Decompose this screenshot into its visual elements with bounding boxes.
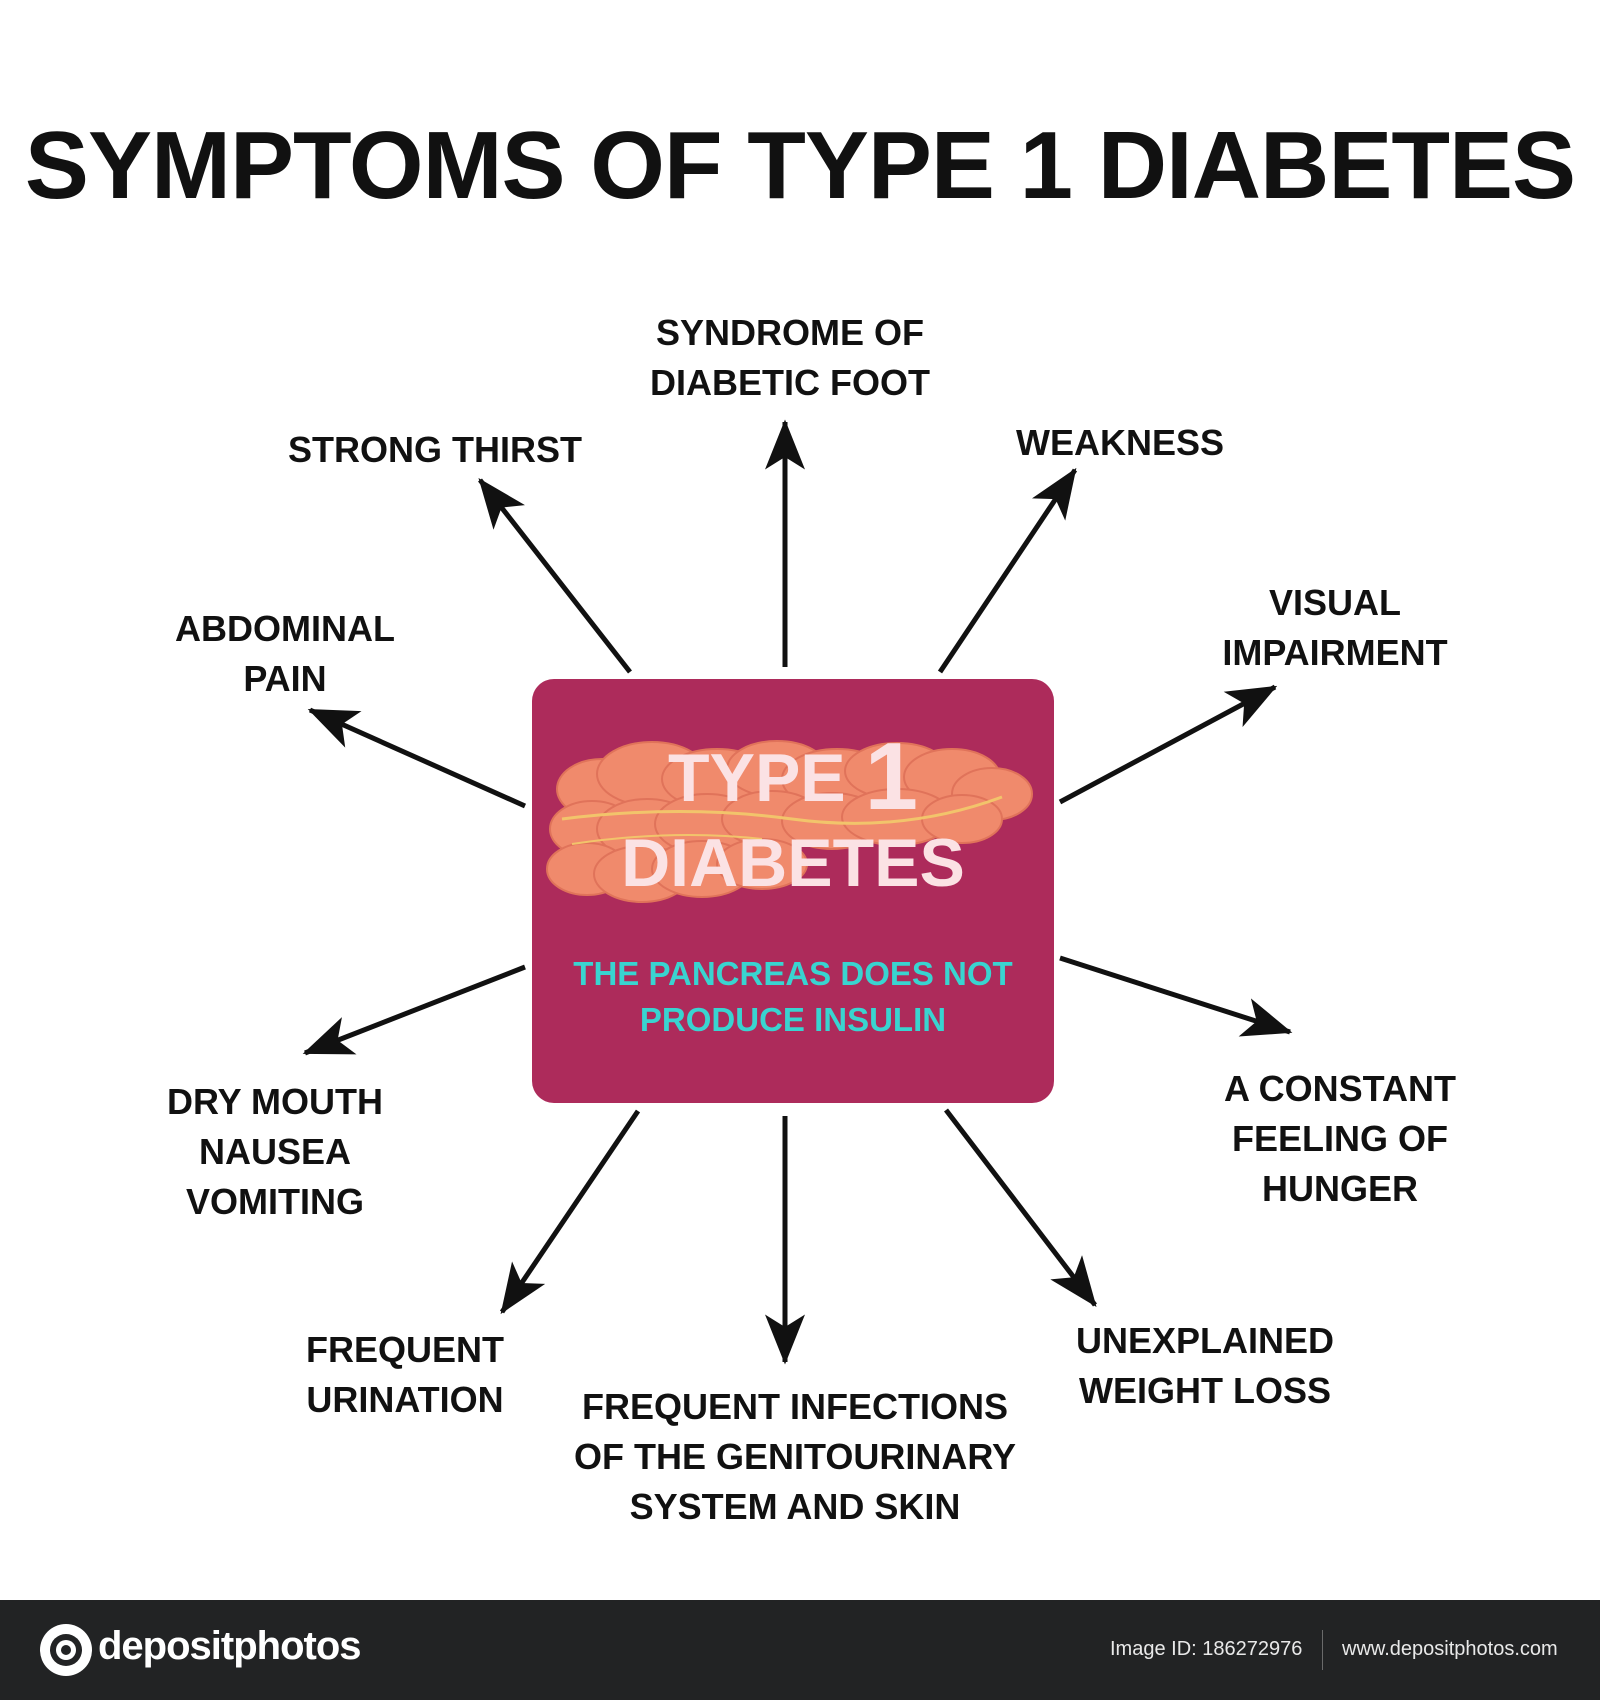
- label-line: FREQUENT INFECTIONS: [581, 1386, 1008, 1427]
- label-line: A CONSTANT: [1224, 1068, 1456, 1109]
- label-weight-loss: UNEXPLAINED WEIGHT LOSS: [1060, 1316, 1350, 1416]
- label-infections: FREQUENT INFECTIONS OF THE GENITOURINARY…: [560, 1382, 1030, 1532]
- label-line: IMPAIRMENT: [1222, 632, 1448, 673]
- label-line: SYSTEM AND SKIN: [629, 1486, 961, 1527]
- arrow-weight-loss: [944, 1108, 1097, 1307]
- label-weakness: WEAKNESS: [1000, 418, 1240, 468]
- label-line: WEIGHT LOSS: [1079, 1370, 1331, 1411]
- label-visual-impairment: VISUAL IMPAIRMENT: [1200, 578, 1470, 678]
- center-subtitle: THE PANCREAS DOES NOT PRODUCE INSULIN: [532, 951, 1054, 1043]
- site-url-text: www.depositphotos.com: [1342, 1638, 1558, 1660]
- center-subtitle-line2: PRODUCE INSULIN: [639, 1001, 947, 1038]
- arrow-strong-thirst: [478, 478, 632, 674]
- brand-logo-text: depositphotos: [98, 1624, 362, 1668]
- label-line: STRONG THIRST: [288, 429, 582, 470]
- label-line: DRY MOUTH: [167, 1081, 383, 1122]
- label-line: UNEXPLAINED: [1075, 1320, 1335, 1361]
- center-title-line2: DIABETES: [621, 825, 965, 901]
- label-abdominal-pain: ABDOMINAL PAIN: [160, 604, 410, 704]
- footer-divider: [1322, 1630, 1323, 1670]
- label-diabetic-foot: SYNDROME OF DIABETIC FOOT: [620, 308, 960, 408]
- page-title: SYMPTOMS OF TYPE 1 DIABETES: [24, 112, 1576, 219]
- label-dry-mouth: DRY MOUTH NAUSEA VOMITING: [145, 1077, 405, 1227]
- label-line: NAUSEA: [198, 1131, 351, 1172]
- label-line: HUNGER: [1261, 1168, 1418, 1209]
- label-line: SYNDROME OF: [655, 312, 924, 353]
- pancreas-icon: [546, 740, 1033, 903]
- label-line: PAIN: [243, 658, 327, 699]
- label-strong-thirst: STRONG THIRST: [270, 425, 600, 475]
- label-line: VOMITING: [186, 1181, 364, 1222]
- diabetes-center-box: TYPE 1 DIABETES THE PANCREAS DOES NOT PR…: [532, 679, 1054, 1103]
- center-subtitle-line1: THE PANCREAS DOES NOT: [573, 955, 1013, 992]
- label-line: OF THE GENITOURINARY: [573, 1436, 1017, 1477]
- label-line: FREQUENT: [306, 1329, 504, 1370]
- center-title-prefix: TYPE: [668, 740, 846, 816]
- arrow-weakness: [937, 467, 1078, 674]
- label-frequent-urination: FREQUENT URINATION: [290, 1325, 520, 1425]
- label-line: DIABETIC FOOT: [650, 362, 930, 403]
- label-line: FEELING OF: [1232, 1118, 1448, 1159]
- center-title-line1: TYPE 1: [532, 729, 1054, 825]
- arrow-dry-mouth: [302, 964, 526, 1056]
- label-line: WEAKNESS: [1015, 422, 1225, 463]
- arrow-hunger: [1059, 955, 1293, 1037]
- arrow-abdominal-pain: [307, 707, 527, 809]
- stock-photo-footer: depositphotos Image ID: 186272976 www.de…: [0, 1600, 1600, 1700]
- label-hunger: A CONSTANT FEELING OF HUNGER: [1200, 1064, 1480, 1214]
- label-line: ABDOMINAL: [175, 608, 395, 649]
- camera-logo-icon: [40, 1624, 92, 1676]
- center-title-number: 1: [864, 723, 918, 830]
- arrow-visual-impairment: [1058, 684, 1278, 805]
- arrow-frequent-urination: [499, 1109, 641, 1315]
- label-line: VISUAL: [1268, 582, 1401, 623]
- image-id-text: Image ID: 186272976: [1110, 1638, 1303, 1660]
- label-line: URINATION: [306, 1379, 504, 1420]
